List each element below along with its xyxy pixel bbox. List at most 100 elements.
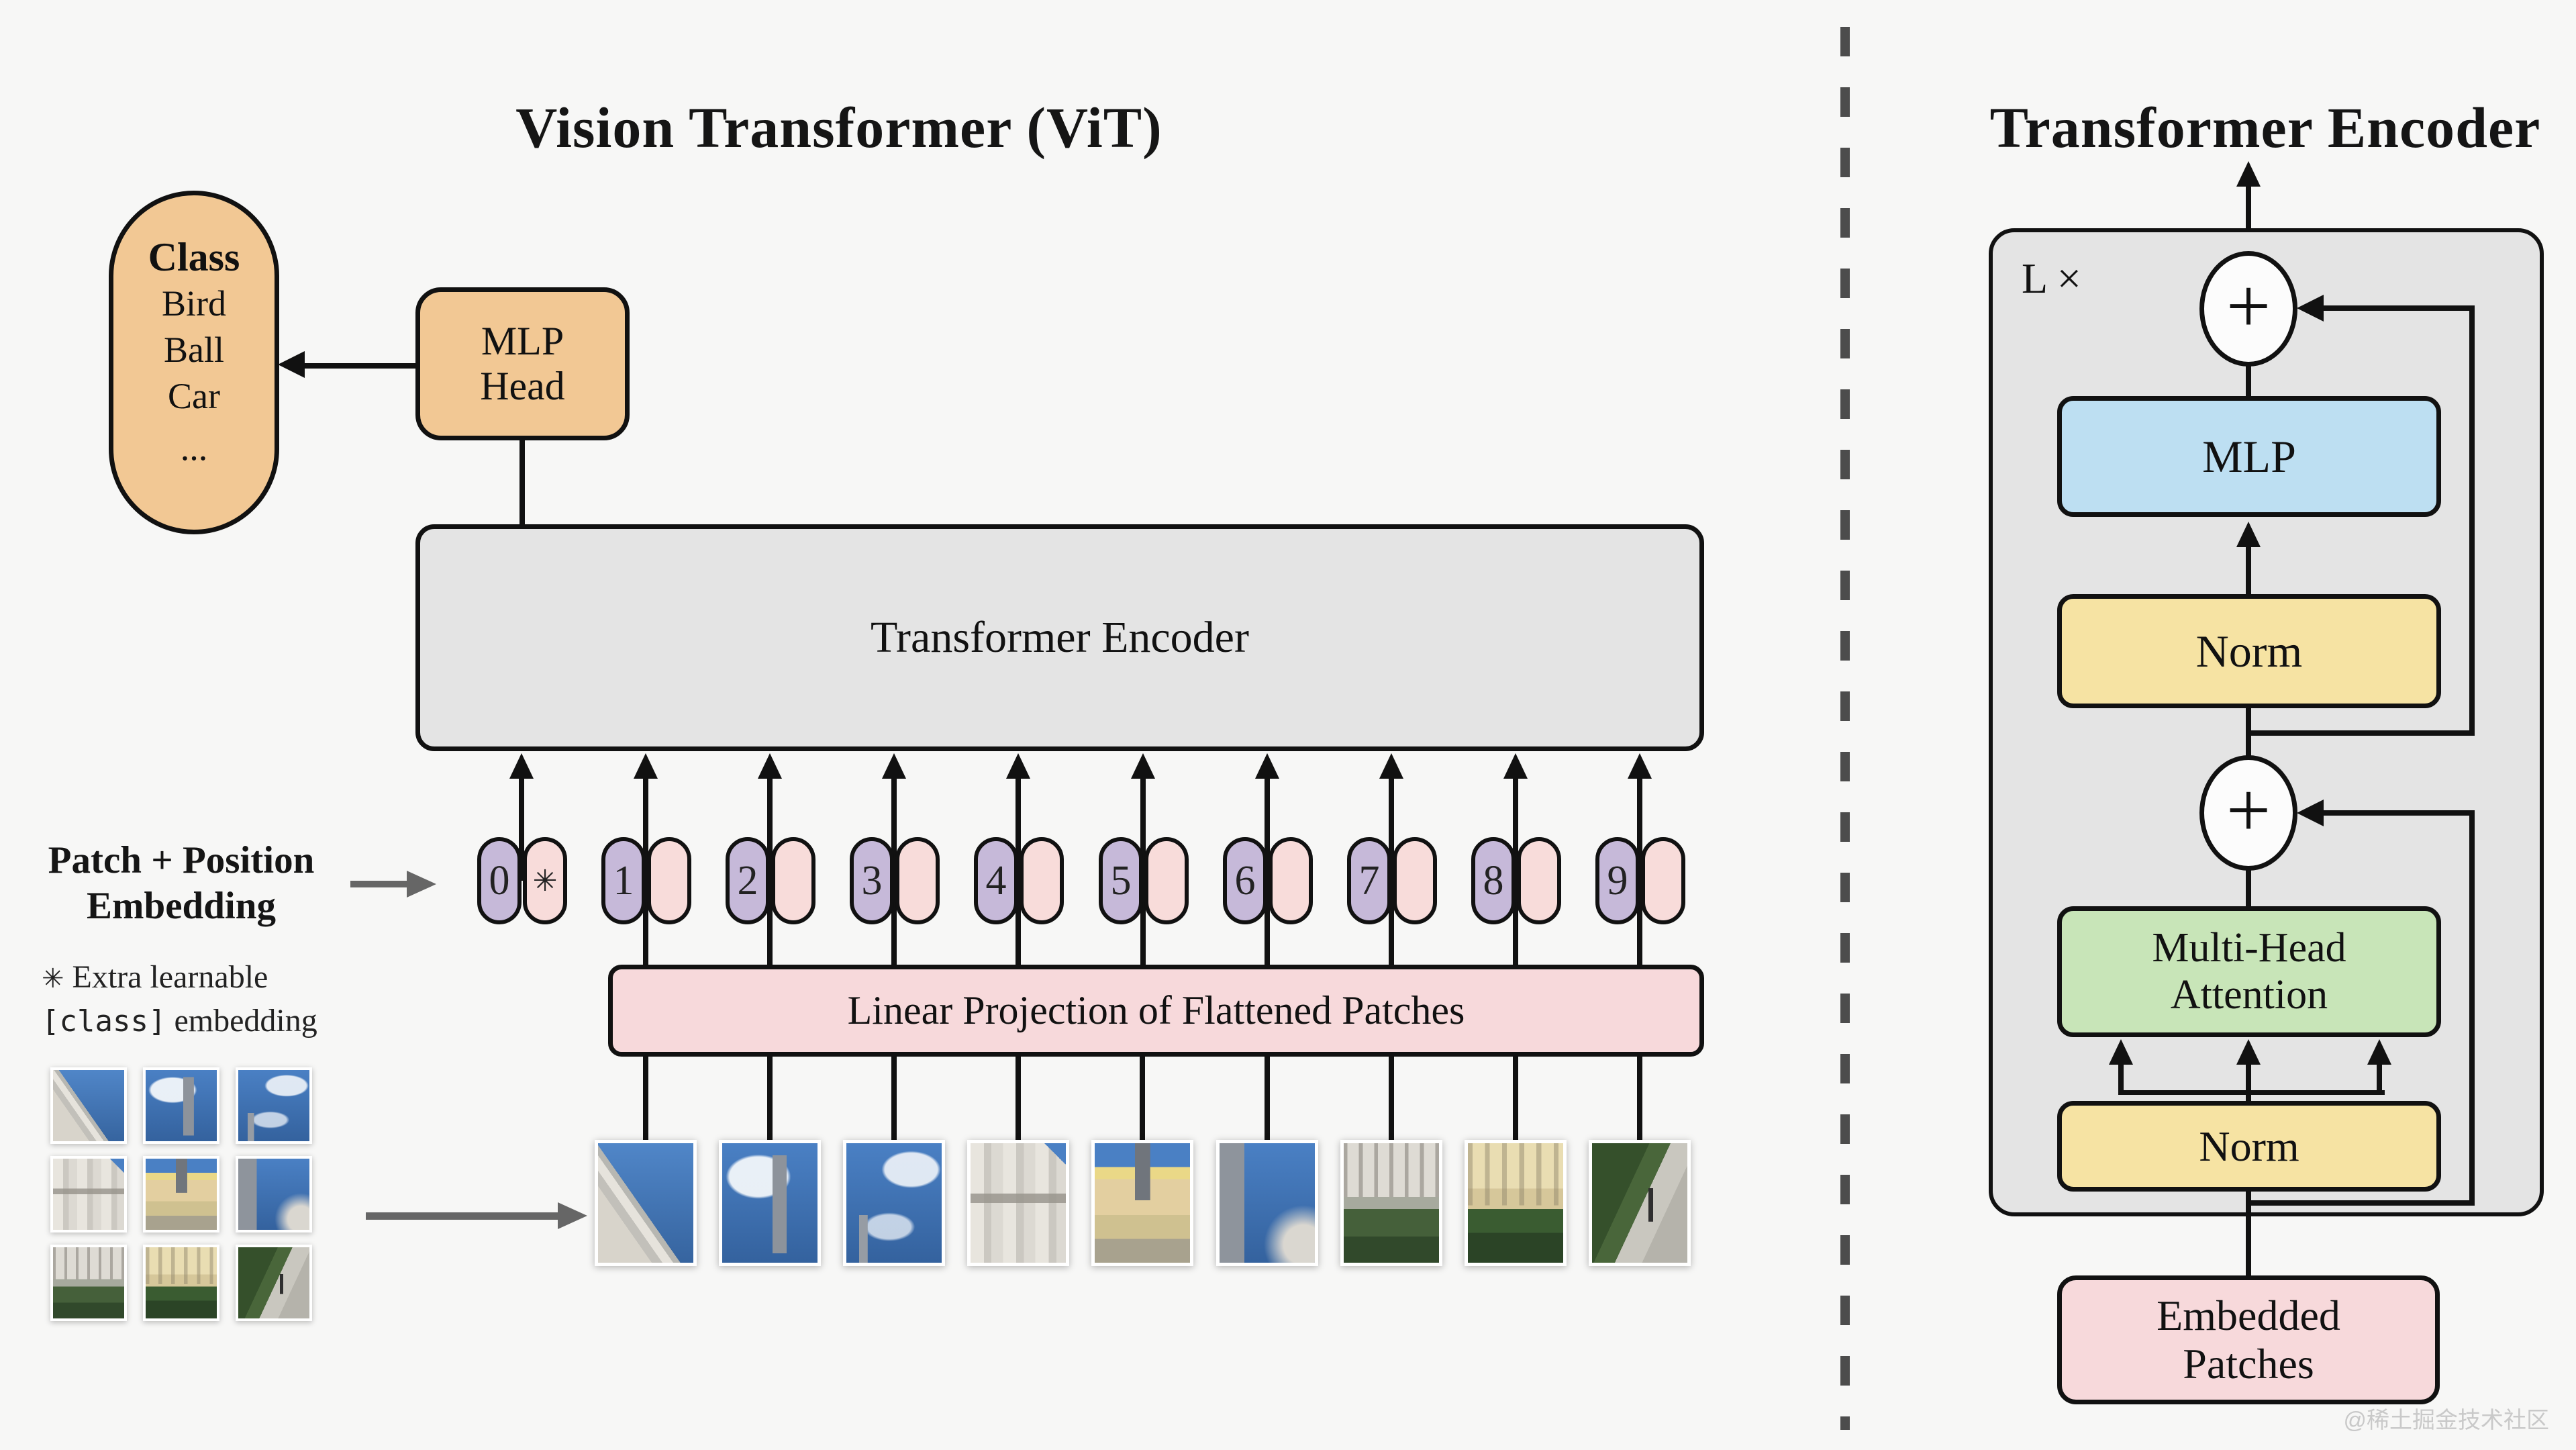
class-output-pill: Class Bird Ball Car ... <box>109 191 279 534</box>
grid-patch-6 <box>236 1156 312 1232</box>
token-stem-2 <box>767 773 773 965</box>
patch-image-3 <box>843 1140 945 1266</box>
encoder-output-line <box>2246 185 2251 255</box>
arrowhead-up-icon <box>2236 522 2261 547</box>
residual1-top <box>2322 305 2475 311</box>
class-header: Class <box>148 235 240 279</box>
mlp-head-label: MLP Head <box>480 318 565 408</box>
right-title: Transformer Encoder <box>1989 95 2541 160</box>
patch-stem <box>891 1057 897 1141</box>
token-patch-pill <box>1517 837 1561 924</box>
residual-add-circle-top: + <box>2199 251 2297 367</box>
patch-image-1 <box>595 1140 697 1266</box>
token-stem-3 <box>891 773 897 965</box>
arrowhead-up-icon <box>2367 1039 2391 1065</box>
patch-image-9 <box>1589 1140 1691 1266</box>
mha-branch-horizontal <box>2118 1090 2385 1095</box>
patch-stem <box>1513 1057 1518 1141</box>
token-stem-0 <box>519 773 524 881</box>
mha-branch-right <box>2377 1062 2382 1093</box>
token-patch-pill <box>771 837 815 924</box>
token-position-pill: 8 <box>1471 837 1516 924</box>
norm-bottom-label: Norm <box>2199 1122 2299 1170</box>
token-stem-9 <box>1637 773 1642 965</box>
residual2-vertical <box>2469 810 2475 1205</box>
source-image-grid <box>50 1067 312 1321</box>
asterisk-icon: ✳ <box>42 963 64 994</box>
trunk-circleA-mlp <box>2246 362 2251 399</box>
token-position-pill: 6 <box>1223 837 1267 924</box>
patch-stem <box>643 1057 648 1141</box>
token-position-pill: 4 <box>974 837 1018 924</box>
token-patch-pill <box>1641 837 1685 924</box>
residual2-branch <box>2246 1200 2475 1206</box>
grid-patch-2 <box>143 1067 219 1144</box>
arrowhead-right-icon <box>407 871 436 898</box>
token-patch-pill <box>647 837 691 924</box>
watermark-text: @稀土掘金技术社区 <box>2343 1408 2549 1433</box>
arrow-line-label-to-tokens <box>350 881 408 887</box>
token-patch-pill <box>1393 837 1437 924</box>
class-token-note: ✳ Extra learnable [class] embedding <box>42 956 417 1043</box>
arrowhead-up-icon <box>2236 161 2261 187</box>
encoder-box-label: Transformer Encoder <box>871 613 1249 663</box>
token-stem-8 <box>1513 773 1518 965</box>
arrow-line-grid-to-patches <box>366 1212 559 1220</box>
token-position-pill: 5 <box>1099 837 1143 924</box>
class-item-bird: Bird <box>161 283 226 324</box>
class-item-car: Car <box>168 376 220 417</box>
arrowhead-left-icon <box>2297 295 2324 322</box>
patch-image-4 <box>967 1140 1069 1266</box>
grid-patch-4 <box>50 1156 127 1232</box>
patch-stem <box>1637 1057 1642 1141</box>
embedded-patches-label: Embedded Patches <box>2157 1292 2340 1388</box>
arrowhead-left-icon <box>2297 800 2324 826</box>
patch-stem <box>767 1057 773 1141</box>
mlp-label: MLP <box>2202 430 2296 482</box>
arrowhead-up-icon <box>2109 1039 2133 1065</box>
patch-position-label: Patch + Position Embedding <box>48 839 315 928</box>
token-stem-5 <box>1140 773 1146 965</box>
trunk-circleB-mha <box>2246 867 2251 909</box>
token-patch-pill <box>1020 837 1064 924</box>
token-stem-1 <box>643 773 648 965</box>
token-patch-pill <box>1144 837 1189 924</box>
patch-stem <box>1265 1057 1270 1141</box>
arrowhead-left-icon <box>278 351 305 378</box>
multi-head-attention-label: Multi-Head Attention <box>2152 925 2346 1018</box>
multi-head-attention-box: Multi-Head Attention <box>2057 906 2441 1037</box>
grid-patch-8 <box>143 1245 219 1321</box>
token-position-pill: 1 <box>601 837 646 924</box>
class-item-ellipsis: ... <box>180 428 208 469</box>
arrowhead-right-icon <box>558 1202 587 1229</box>
grid-patch-7 <box>50 1245 127 1321</box>
grid-patch-3 <box>236 1067 312 1144</box>
norm-top-box: Norm <box>2057 594 2441 708</box>
norm-top-label: Norm <box>2195 625 2303 677</box>
patch-image-5 <box>1091 1140 1193 1266</box>
arrow-line-mlphead-to-class <box>303 363 416 369</box>
linear-projection-label: Linear Projection of Flattened Patches <box>847 987 1465 1032</box>
token-patch-pill <box>1269 837 1313 924</box>
patch-image-7 <box>1340 1140 1442 1266</box>
left-title: Vision Transformer (ViT) <box>515 95 1162 160</box>
patch-stem <box>1015 1057 1021 1141</box>
token-position-pill: 3 <box>850 837 894 924</box>
mha-branch-left <box>2118 1062 2124 1093</box>
residual1-branch <box>2246 730 2475 736</box>
class-note-code: [class] <box>42 1004 166 1038</box>
patch-stem <box>1389 1057 1394 1141</box>
residual1-vertical <box>2469 305 2475 735</box>
token-stem-6 <box>1265 773 1270 965</box>
trunk-norm2-embedded <box>2246 1190 2251 1278</box>
layer-count-label: L × <box>2022 254 2081 302</box>
token-position-pill: 9 <box>1595 837 1640 924</box>
grid-patch-1 <box>50 1067 127 1144</box>
mlp-head-box: MLP Head <box>415 287 630 440</box>
norm-bottom-box: Norm <box>2057 1101 2441 1192</box>
embedded-patches-box: Embedded Patches <box>2057 1275 2440 1404</box>
arrowhead-up-icon <box>2236 1039 2261 1065</box>
class-note-line2: embedding <box>174 1002 317 1038</box>
token-patch-pill <box>895 837 940 924</box>
